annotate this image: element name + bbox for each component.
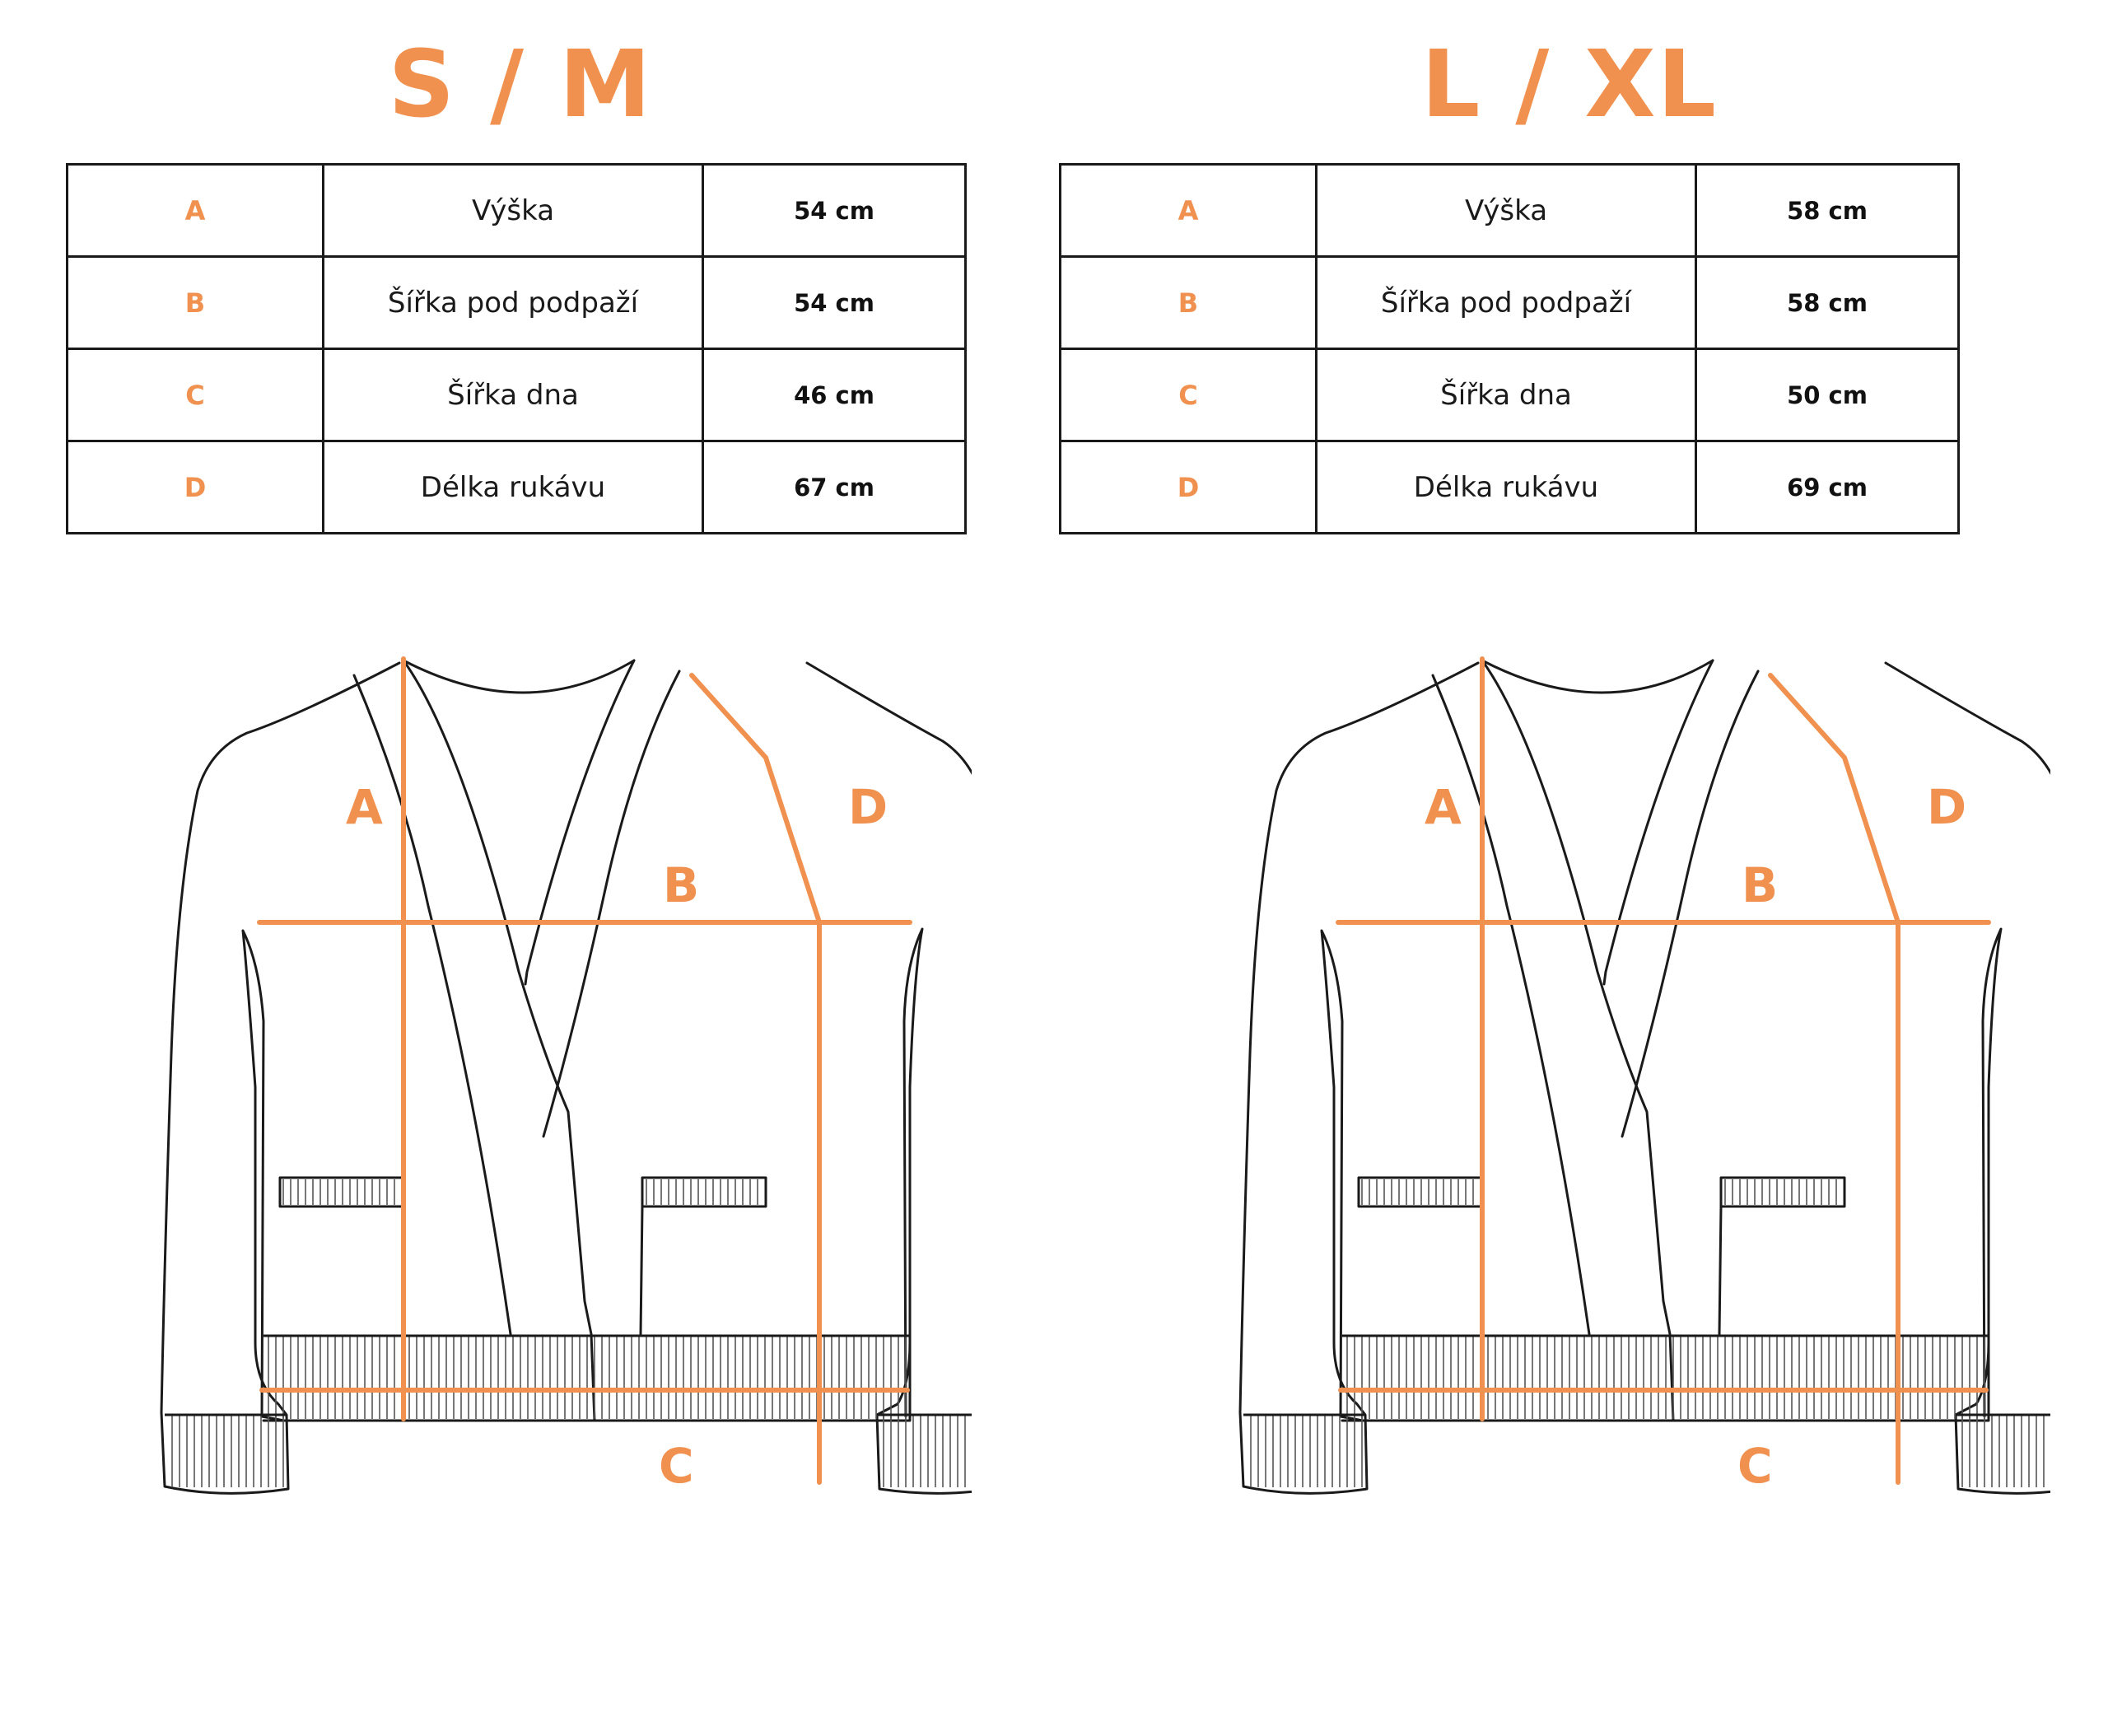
cardigan-outline: [160, 661, 401, 1495]
row-value: 50 cm: [1695, 348, 1960, 442]
row-letter: B: [66, 255, 324, 350]
row-value: 54 cm: [702, 255, 967, 350]
row-letter: B: [1059, 255, 1318, 350]
size-title: S / M: [388, 31, 653, 138]
table-row: A Výška 54 cm: [66, 163, 967, 258]
row-label: Šířka pod podpaží: [322, 255, 704, 350]
row-letter: A: [1059, 163, 1318, 258]
row-value: 67 cm: [702, 440, 967, 534]
row-label: Šířka pod podpaží: [1315, 255, 1697, 350]
cardigan-diagram: A B C D: [160, 656, 972, 1495]
row-letter: C: [66, 348, 324, 442]
table-row: A Výška 58 cm: [1059, 163, 1960, 258]
row-value: 69 cm: [1695, 440, 1960, 534]
table-row: C Šířka dna 46 cm: [66, 348, 967, 442]
dimension-label-b: B: [663, 857, 699, 913]
row-letter: D: [1059, 440, 1318, 534]
measurement-lines: [1336, 656, 1991, 1485]
row-label: Délka rukávu: [322, 440, 704, 534]
dimension-label-d: D: [1927, 779, 1966, 835]
row-value: 58 cm: [1695, 255, 1960, 350]
dimension-label-c: C: [1737, 1438, 1773, 1494]
dimension-label-b: B: [1742, 857, 1778, 913]
size-title: L / XL: [1421, 31, 1718, 138]
size-panel-lxl: L / XL A Výška 58 cm B Šířka pod podpaží…: [1054, 0, 2108, 1736]
table-row: B Šířka pod podpaží 58 cm: [1059, 255, 1960, 350]
measurement-table: A Výška 58 cm B Šířka pod podpaží 58 cm …: [1059, 163, 1960, 534]
dimension-label-d: D: [848, 779, 888, 835]
row-label: Výška: [322, 163, 704, 258]
row-letter: A: [66, 163, 324, 258]
dimension-label-a: A: [1425, 779, 1462, 835]
dimension-label-c: C: [659, 1438, 694, 1494]
table-row: D Délka rukávu 69 cm: [1059, 440, 1960, 534]
row-value: 54 cm: [702, 163, 967, 258]
row-letter: C: [1059, 348, 1318, 442]
row-letter: D: [66, 440, 324, 534]
table-row: C Šířka dna 50 cm: [1059, 348, 1960, 442]
row-value: 58 cm: [1695, 163, 1960, 258]
table-row: D Délka rukávu 67 cm: [66, 440, 967, 534]
table-row: B Šířka pod podpaží 54 cm: [66, 255, 967, 350]
measurement-lines: [257, 656, 912, 1485]
row-value: 46 cm: [702, 348, 967, 442]
size-panel-sm: S / M A Výška 54 cm B Šířka pod podpaží …: [66, 31, 972, 1495]
measurement-table: A Výška 54 cm B Šířka pod podpaží 54 cm …: [66, 163, 967, 534]
measure-line-d: [689, 673, 822, 1485]
row-label: Šířka dna: [1315, 348, 1697, 442]
dimension-label-a: A: [346, 779, 383, 835]
measure-line-d: [1768, 673, 1900, 1485]
row-label: Šířka dna: [322, 348, 704, 442]
cardigan-diagram: A B C D: [1238, 656, 2050, 1495]
row-label: Výška: [1315, 163, 1697, 258]
row-label: Délka rukávu: [1315, 440, 1697, 534]
